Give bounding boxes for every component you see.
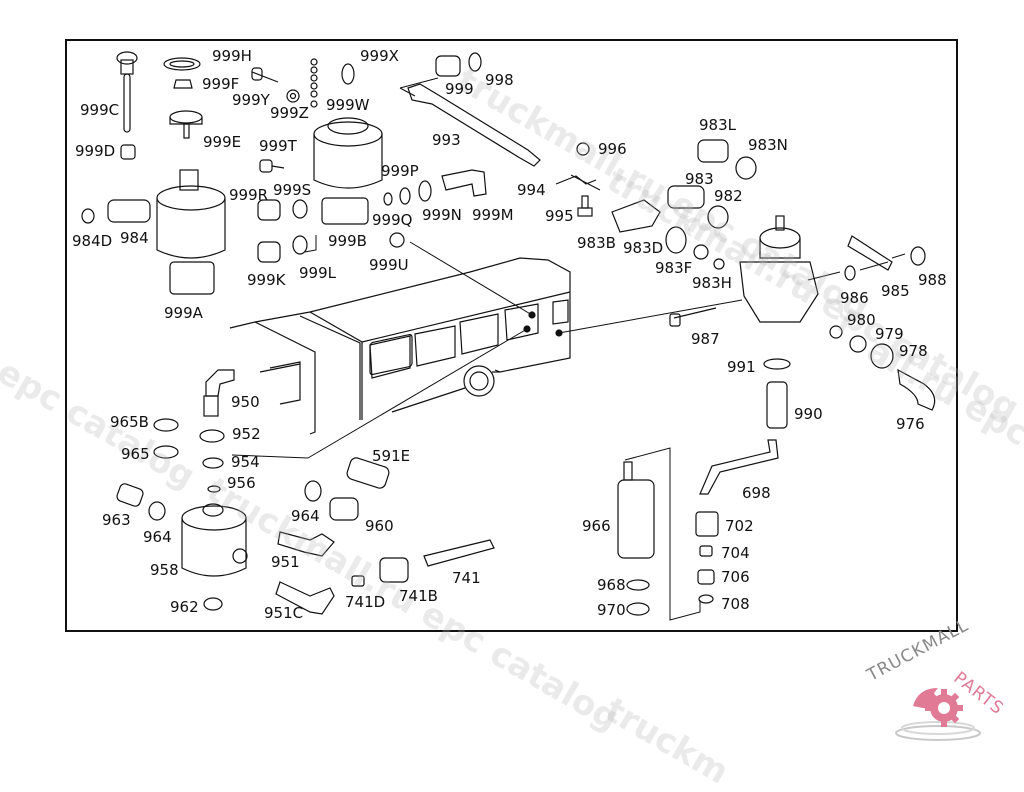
part-label-983[interactable]: 983 xyxy=(685,170,714,188)
part-label-968[interactable]: 968 xyxy=(597,576,626,594)
part-label-591E[interactable]: 591E xyxy=(372,447,411,465)
part-label-999[interactable]: 999 xyxy=(445,80,474,98)
part-label-951[interactable]: 951 xyxy=(271,553,300,571)
part-label-966[interactable]: 966 xyxy=(582,517,611,535)
part-label-999X[interactable]: 999X xyxy=(360,47,399,65)
part-label-998[interactable]: 998 xyxy=(485,71,514,89)
part-label-950[interactable]: 950 xyxy=(231,393,260,411)
part-label-999C[interactable]: 999C xyxy=(80,101,120,119)
part-label-741D[interactable]: 741D xyxy=(345,593,386,611)
part-label-999A[interactable]: 999A xyxy=(164,304,203,322)
part-label-985[interactable]: 985 xyxy=(881,282,910,300)
part-label-996[interactable]: 996 xyxy=(598,140,627,158)
part-label-999D[interactable]: 999D xyxy=(75,142,116,160)
part-label-999S[interactable]: 999S xyxy=(273,181,312,199)
part-label-999M[interactable]: 999M xyxy=(472,206,514,224)
part-label-964[interactable]: 964 xyxy=(291,507,320,525)
part-label-999K[interactable]: 999K xyxy=(247,271,286,289)
part-label-982[interactable]: 982 xyxy=(714,187,743,205)
part-label-979[interactable]: 979 xyxy=(875,325,904,343)
part-label-990[interactable]: 990 xyxy=(794,405,823,423)
part-label-988[interactable]: 988 xyxy=(918,271,947,289)
part-label-983N[interactable]: 983N xyxy=(748,136,788,154)
part-label-999F[interactable]: 999F xyxy=(202,75,240,93)
part-label-999E[interactable]: 999E xyxy=(203,133,242,151)
part-label-991[interactable]: 991 xyxy=(727,358,756,376)
part-label-960[interactable]: 960 xyxy=(365,517,394,535)
part-label-706[interactable]: 706 xyxy=(721,568,750,586)
part-label-978[interactable]: 978 xyxy=(899,342,928,360)
part-label-958[interactable]: 958 xyxy=(150,561,179,579)
part-shapes xyxy=(81,51,936,616)
part-label-987[interactable]: 987 xyxy=(691,330,720,348)
part-label-984D[interactable]: 984D xyxy=(72,232,113,250)
part-label-983D[interactable]: 983D xyxy=(623,239,664,257)
part-label-952[interactable]: 952 xyxy=(232,425,261,443)
part-label-999Y[interactable]: 999Y xyxy=(232,91,270,109)
part-label-962[interactable]: 962 xyxy=(170,598,199,616)
part-label-999P[interactable]: 999P xyxy=(381,162,419,180)
part-label-999T[interactable]: 999T xyxy=(259,137,297,155)
part-label-999Z[interactable]: 999Z xyxy=(270,104,309,122)
truckmallparts-logo: TRUCKMALL PARTS xyxy=(858,615,1018,748)
bus-illustration xyxy=(229,257,571,435)
part-label-999R[interactable]: 999R xyxy=(229,186,269,204)
parts-diagram-drawing xyxy=(81,51,936,621)
part-label-976[interactable]: 976 xyxy=(896,415,925,433)
part-label-956[interactable]: 956 xyxy=(227,474,256,492)
part-label-698[interactable]: 698 xyxy=(742,484,771,502)
part-label-984[interactable]: 984 xyxy=(120,229,149,247)
part-label-983F[interactable]: 983F xyxy=(655,259,693,277)
part-label-702[interactable]: 702 xyxy=(725,517,754,535)
part-label-983B[interactable]: 983B xyxy=(577,234,616,252)
part-label-980[interactable]: 980 xyxy=(847,311,876,329)
part-label-964[interactable]: 964 xyxy=(143,528,172,546)
gear-logo-icon xyxy=(895,688,981,741)
leader-lines xyxy=(231,77,906,621)
part-label-999N[interactable]: 999N xyxy=(422,206,462,224)
part-label-983H[interactable]: 983H xyxy=(692,274,732,292)
part-label-970[interactable]: 970 xyxy=(597,601,626,619)
part-label-999H[interactable]: 999H xyxy=(212,47,252,65)
part-label-963[interactable]: 963 xyxy=(102,511,131,529)
part-label-983L[interactable]: 983L xyxy=(699,116,736,134)
part-label-999W[interactable]: 999W xyxy=(326,96,370,114)
part-label-999L[interactable]: 999L xyxy=(299,264,336,282)
part-label-994[interactable]: 994 xyxy=(517,181,546,199)
part-label-986[interactable]: 986 xyxy=(840,289,869,307)
part-label-741B[interactable]: 741B xyxy=(399,587,438,605)
part-label-741[interactable]: 741 xyxy=(452,569,481,587)
part-label-999Q[interactable]: 999Q xyxy=(372,211,413,229)
part-label-951C[interactable]: 951C xyxy=(264,604,304,622)
part-label-954[interactable]: 954 xyxy=(231,453,260,471)
part-label-995[interactable]: 995 xyxy=(545,207,574,225)
part-label-999U[interactable]: 999U xyxy=(369,256,409,274)
part-label-708[interactable]: 708 xyxy=(721,595,750,613)
part-label-965[interactable]: 965 xyxy=(121,445,150,463)
part-label-999B[interactable]: 999B xyxy=(328,232,367,250)
part-label-704[interactable]: 704 xyxy=(721,544,750,562)
diagram-frame xyxy=(65,39,958,632)
part-label-993[interactable]: 993 xyxy=(432,131,461,149)
part-label-965B[interactable]: 965B xyxy=(110,413,149,431)
